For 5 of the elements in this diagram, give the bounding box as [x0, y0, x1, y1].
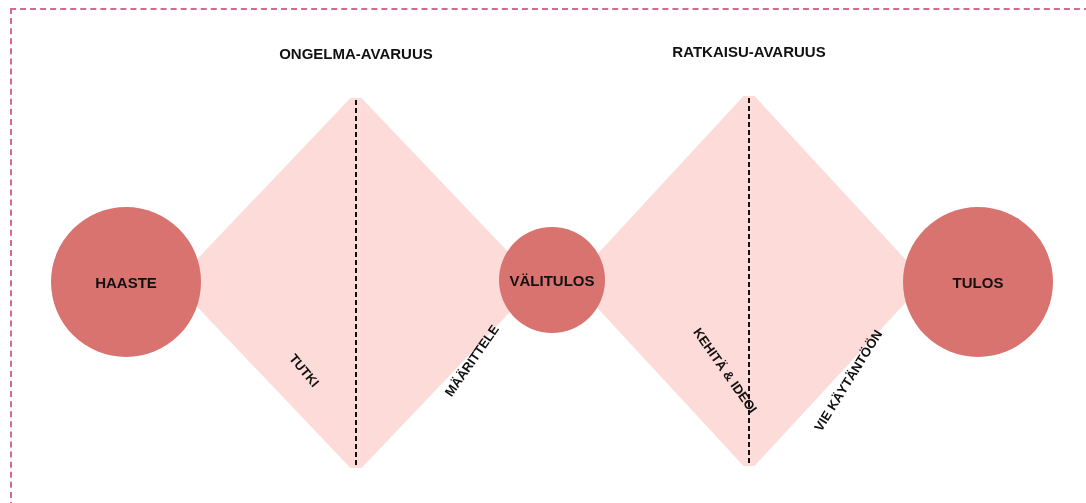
- node-label: HAASTE: [95, 273, 157, 291]
- node-label: TULOS: [952, 273, 1004, 291]
- section-heading: RATKAISU-AVARUUS: [672, 43, 826, 60]
- section-heading: ONGELMA-AVARUUS: [279, 45, 433, 62]
- node-label: VÄLITULOS: [509, 271, 595, 289]
